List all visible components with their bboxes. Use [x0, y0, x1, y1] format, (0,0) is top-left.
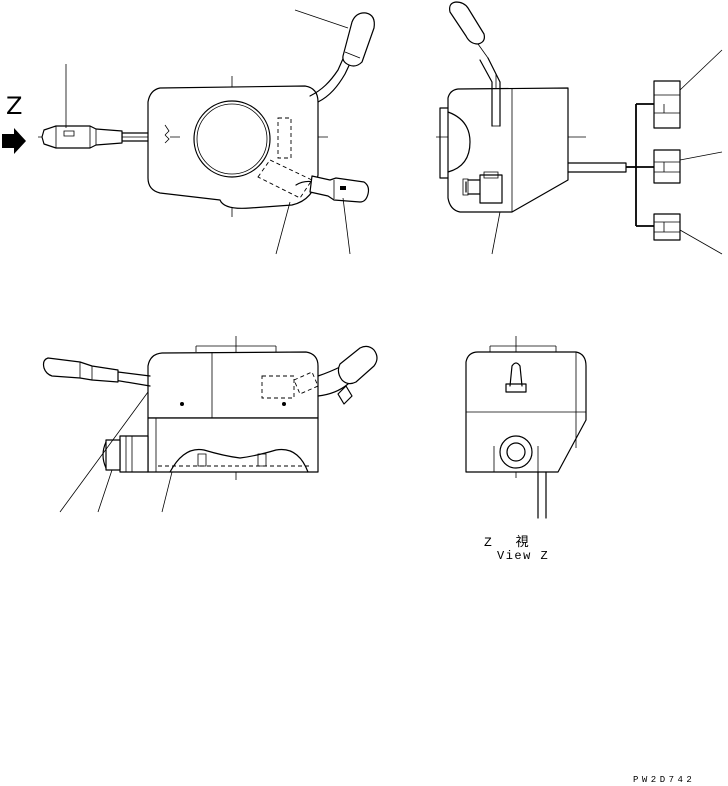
view-z-caption-english: View Z	[497, 549, 550, 563]
arrow-right-icon	[2, 128, 26, 154]
top-view	[44, 336, 378, 512]
view-z-caption-japanese: Z 視	[484, 535, 537, 550]
front-view	[38, 10, 374, 254]
drawing-code: PW2D742	[633, 775, 696, 785]
side-view	[436, 2, 722, 254]
view-direction-label: Z	[6, 92, 23, 120]
view-z	[466, 336, 586, 518]
